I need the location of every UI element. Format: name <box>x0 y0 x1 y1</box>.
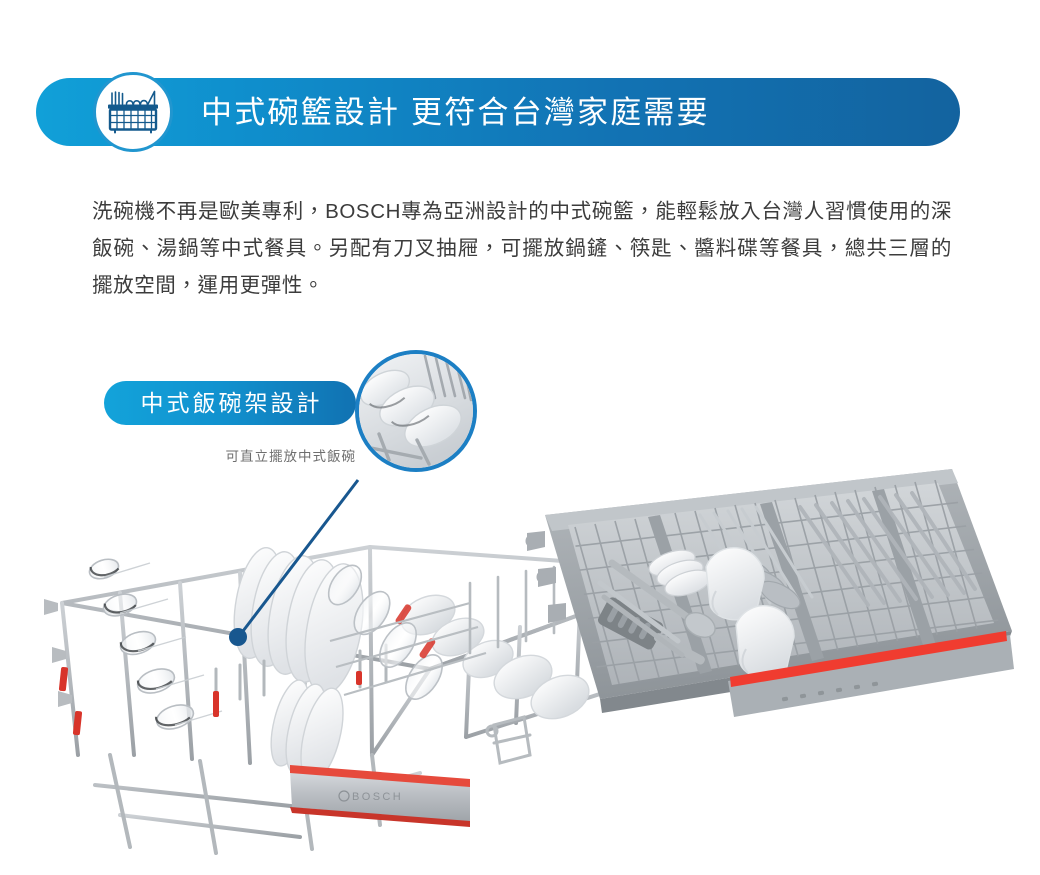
bowl-rack-photo-inset <box>355 350 477 472</box>
body-paragraph-text: 洗碗機不再是歐美專利，BOSCH專為亞洲設計的中式碗籃，能輕鬆放入台灣人習慣使用… <box>92 200 952 297</box>
page-title: 中式碗籃設計 更符合台灣家庭需要 <box>201 94 710 130</box>
product-illustrations: BOSCH <box>0 455 1040 875</box>
kitchen-utensils <box>597 549 716 665</box>
dish-basket-icon <box>93 72 173 152</box>
body-paragraph: 洗碗機不再是歐美專利，BOSCH專為亞洲設計的中式碗籃，能輕鬆放入台灣人習慣使用… <box>92 193 952 304</box>
section-header-banner: 中式碗籃設計 更符合台灣家庭需要 <box>36 78 960 146</box>
callout-chinese-bowl-rack: 中式飯碗架設計 <box>104 381 356 425</box>
cutlery-drawer-art <box>485 469 1014 765</box>
callout-sub-label: 可直立擺放中式飯碗 <box>225 449 356 464</box>
bowl-cup-group <box>327 564 590 720</box>
drawer-front-strip <box>728 631 1014 717</box>
cups-group <box>705 547 795 679</box>
bosch-brand-text: BOSCH <box>352 791 403 803</box>
glassware-group <box>88 558 223 730</box>
bosch-front-panel: BOSCH <box>290 765 470 827</box>
callout-label: 中式飯碗架設計 <box>140 389 323 416</box>
